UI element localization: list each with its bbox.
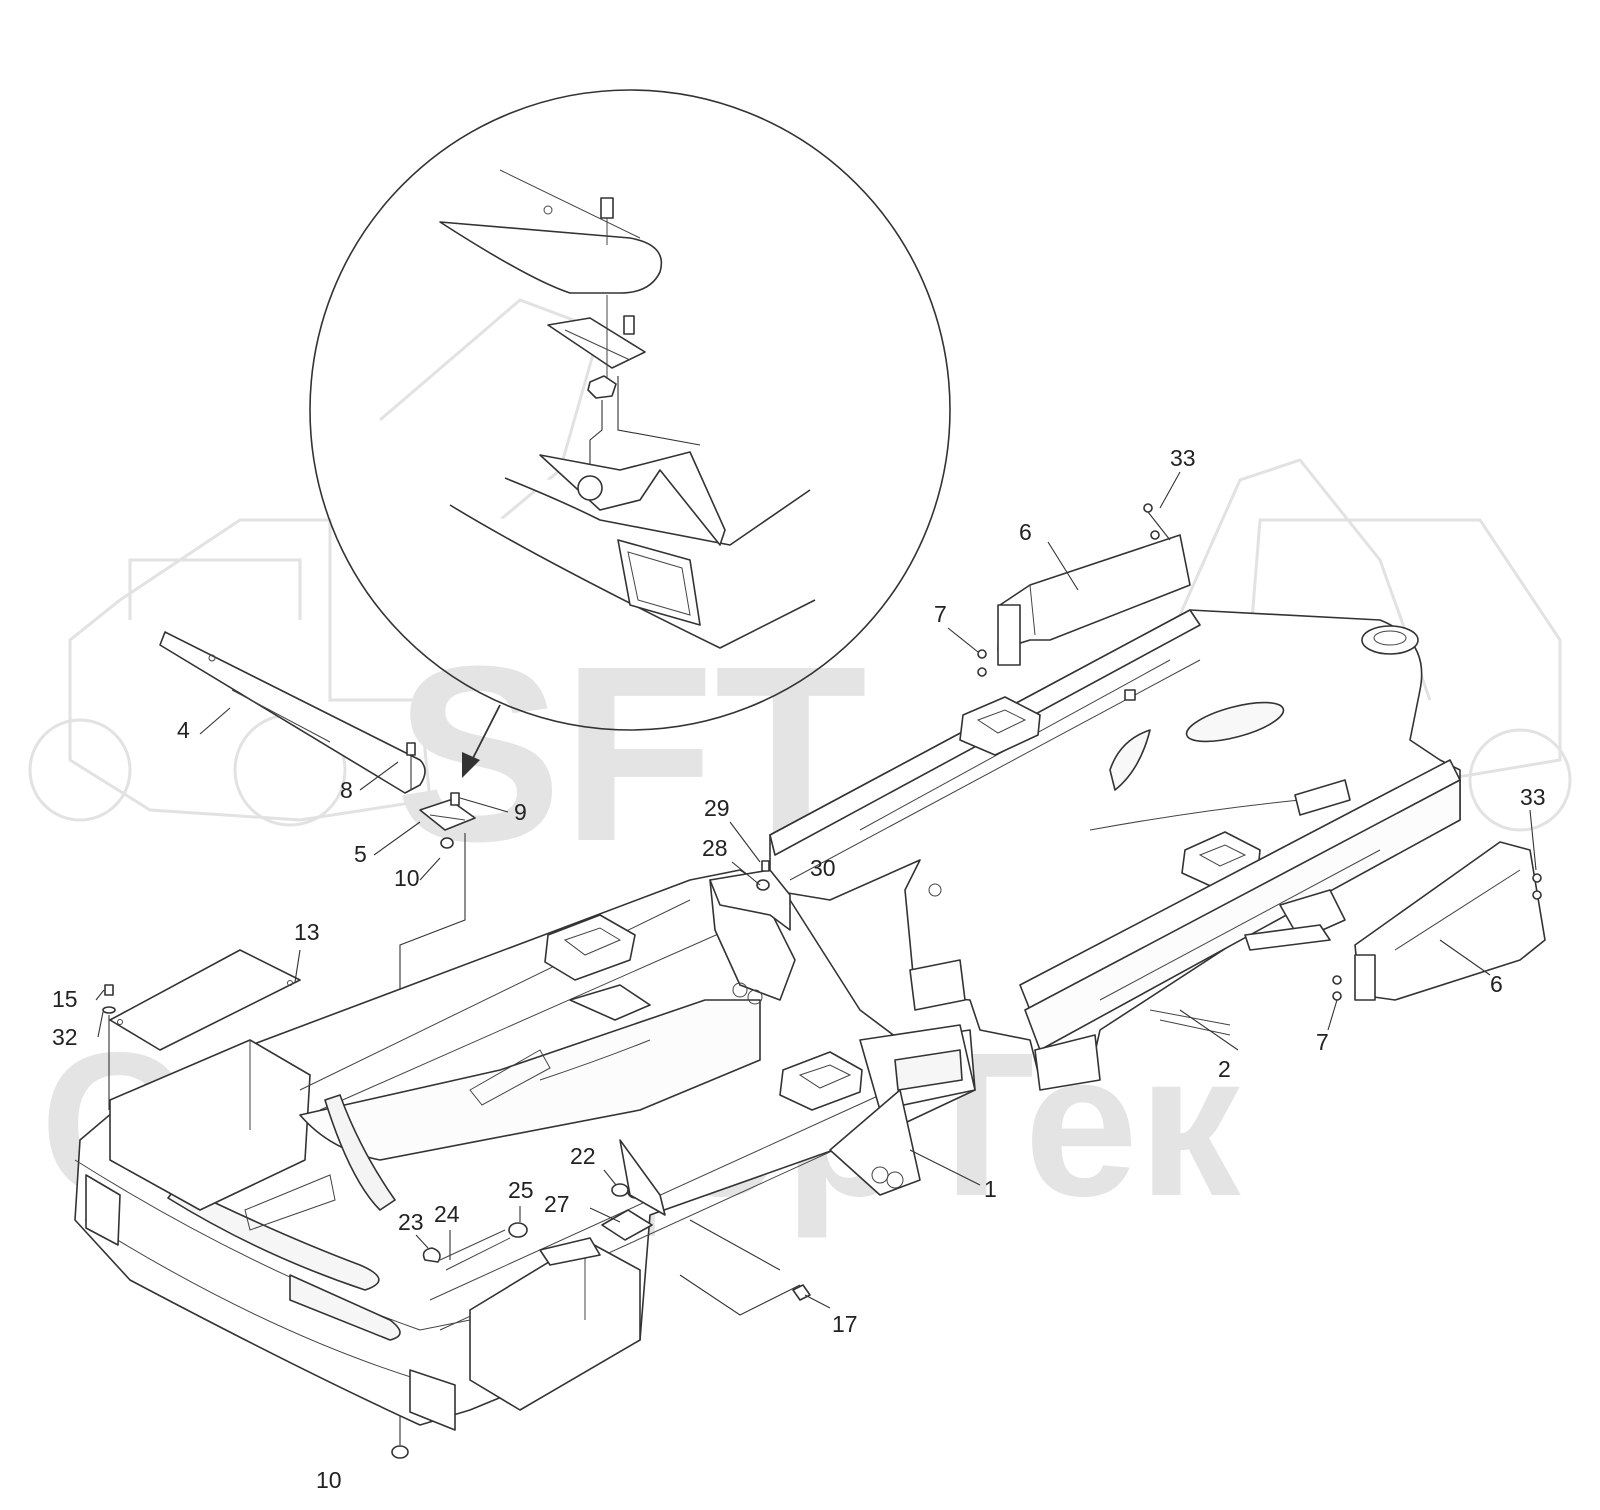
callout-6-lower: 6 (1490, 971, 1503, 997)
part-2-upper-frame (769, 609, 1461, 1091)
chain-assembly (422, 1139, 666, 1271)
callout-2: 2 (1218, 1056, 1231, 1082)
callout-5: 5 (354, 841, 367, 867)
callout-33-lower: 33 (1520, 784, 1546, 810)
part-6-lower-bracket (1332, 841, 1546, 1001)
callout-22: 22 (570, 1143, 596, 1169)
callout-17: 17 (832, 1311, 858, 1337)
part-13-plate (109, 949, 301, 1051)
detail-cover-plate (439, 221, 663, 294)
leader-lines (95, 471, 1537, 1309)
bolt-9 (450, 792, 460, 806)
detail-nut (587, 375, 617, 399)
bolt-8 (406, 742, 416, 756)
callout-15: 15 (52, 986, 78, 1012)
callout-29: 29 (704, 795, 730, 821)
callout-28: 28 (702, 835, 728, 861)
callout-10-lower: 10 (316, 1467, 342, 1493)
part-1-main-frame (74, 869, 976, 1431)
part-6-upper-bracket (977, 503, 1191, 677)
callout-32: 32 (52, 1024, 78, 1050)
callout-10-upper: 10 (394, 865, 420, 891)
callout-23: 23 (398, 1209, 424, 1235)
callout-4: 4 (177, 717, 190, 743)
bolt-15-washer-32 (102, 984, 116, 1110)
hinge-5 (419, 799, 476, 831)
callout-13: 13 (294, 919, 320, 945)
callout-labels: 33 6 7 4 8 9 5 10 29 28 30 33 6 7 2 13 1… (52, 445, 1546, 1493)
callout-25: 25 (508, 1177, 534, 1203)
callout-24: 24 (434, 1201, 460, 1227)
detail-bolt (600, 197, 614, 219)
callout-9: 9 (514, 799, 527, 825)
callout-7-upper: 7 (934, 601, 947, 627)
detail-view (309, 89, 951, 731)
callout-33-upper: 33 (1170, 445, 1196, 471)
callout-30: 30 (810, 855, 836, 881)
callout-7-lower: 7 (1316, 1029, 1329, 1055)
detail-pointer-arrow (462, 704, 501, 778)
part-28-bracket (709, 860, 791, 931)
part-4-cover-plate (159, 631, 426, 794)
callout-6-upper: 6 (1019, 519, 1032, 545)
nut-10 (440, 837, 454, 849)
mount-pad-rear (779, 1051, 863, 1111)
callout-1: 1 (984, 1176, 997, 1202)
callout-8: 8 (340, 777, 353, 803)
callout-27: 27 (544, 1191, 570, 1217)
mount-pad-front (544, 914, 636, 981)
nut-10-bottom (391, 1445, 409, 1459)
detail-circle (309, 89, 951, 731)
detail-mount-opening (617, 539, 701, 626)
part-17-bolt (679, 1219, 811, 1316)
